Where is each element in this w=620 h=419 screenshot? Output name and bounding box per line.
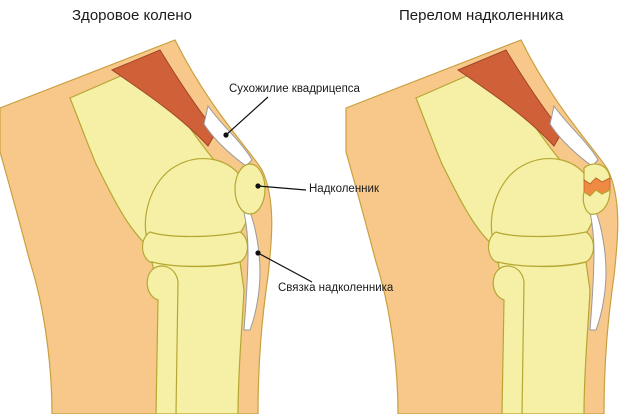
leader-lines (223, 96, 313, 283)
leader-tendon (225, 96, 269, 136)
leader-ligament (257, 252, 313, 283)
label-patellar-ligament: Связка надколенника (278, 282, 394, 294)
label-quadriceps-tendon: Сухожилие квадрицепса (229, 83, 360, 95)
patella-intact (234, 163, 266, 215)
patella-lower-fragment (582, 189, 611, 215)
title-healthy-knee: Здоровое колено (72, 7, 192, 24)
leader-patella (257, 185, 307, 191)
label-patella: Надколенник (309, 183, 379, 195)
title-patella-fracture: Перелом надколенника (399, 7, 564, 24)
healthy-knee (0, 39, 273, 415)
fractured-knee (345, 39, 619, 415)
